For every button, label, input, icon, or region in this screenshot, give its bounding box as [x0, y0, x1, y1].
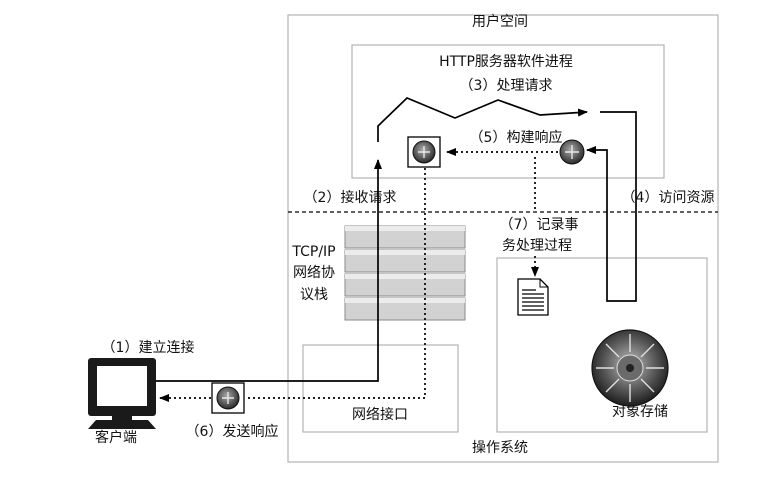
object-storage-frame [496, 257, 708, 433]
disk-center [626, 364, 634, 372]
network-interface-frame [302, 344, 459, 433]
stack-layer-1-top [345, 226, 465, 231]
send-response-line [246, 168, 426, 399]
http-process-frame [351, 44, 665, 179]
object-storage-label: 对象存储 [612, 404, 668, 420]
computer-icon [88, 358, 156, 429]
resource-access-arrow [586, 111, 637, 302]
step5-label: （5）构建响应 [470, 129, 563, 146]
step7-label-line1: （7）记录事 [500, 217, 579, 233]
step3-label: （3）处理请求 [460, 78, 553, 94]
disk-spokes [596, 334, 664, 402]
process-arrow [377, 97, 588, 142]
protocol-stack-icon [344, 225, 466, 321]
step2-label: （2）接收请求 [304, 189, 397, 206]
disk-icon [591, 329, 669, 407]
tcpip-label-line1: TCP/IP [291, 244, 335, 260]
os-label: 操作系统 [472, 440, 528, 456]
document-lines [522, 289, 544, 311]
monitor-screen [97, 366, 147, 406]
client-label: 客户端 [95, 429, 137, 446]
document-icon [517, 278, 549, 316]
stack-layer-2-top [345, 250, 465, 255]
stack-layer-3-top [345, 274, 465, 279]
tcpip-label-line3: 议栈 [300, 287, 328, 303]
user-space-label: 用户空间 [472, 13, 528, 30]
router-arrows [222, 392, 234, 404]
request-arrow [156, 159, 382, 382]
monitor-neck [112, 416, 132, 420]
step1-label: （1）建立连接 [102, 339, 195, 356]
document-fold [539, 279, 548, 288]
router-arrows [565, 145, 579, 159]
router-arrows [418, 146, 430, 158]
monitor-base [88, 420, 156, 429]
step4-label: （4）访问资源 [622, 190, 715, 206]
stack-layer-4-top [345, 298, 465, 303]
http-process-label: HTTP服务器软件进程 [439, 54, 573, 70]
step6-label: （6）发送响应 [186, 423, 279, 440]
resource-router-icon [559, 139, 585, 165]
network-interface-label: 网络接口 [352, 406, 408, 423]
step7-label-line2: 务处理过程 [502, 238, 572, 254]
user-space-frame [287, 14, 719, 463]
response-builder-router-icon [407, 136, 441, 168]
tcpip-label-line2: 网络协 [293, 265, 335, 281]
send-response-router-icon [211, 382, 245, 414]
